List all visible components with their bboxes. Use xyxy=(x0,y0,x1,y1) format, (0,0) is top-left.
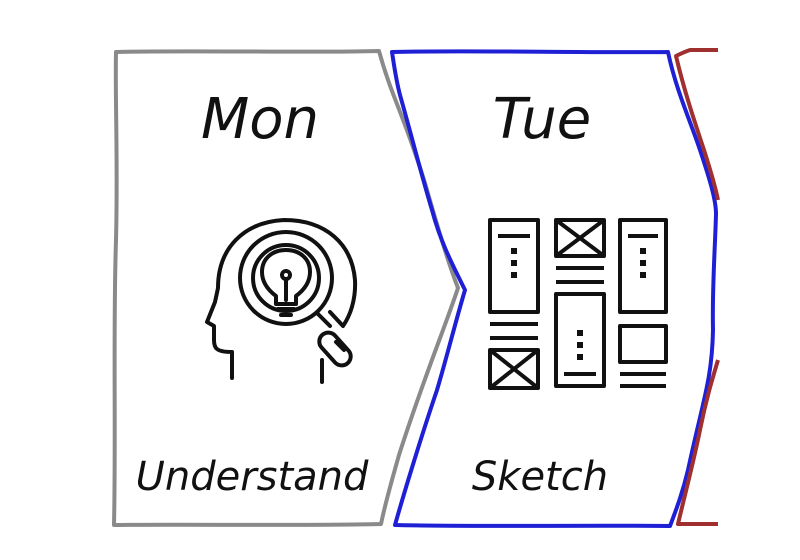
step-mon-day: Mon xyxy=(201,87,319,152)
step-tue-day: Tue xyxy=(493,87,592,152)
step-mon-label: Understand xyxy=(136,454,369,500)
step-mon-border xyxy=(112,49,460,527)
step-tue-label: Sketch xyxy=(472,454,608,500)
step-tue: Tue xyxy=(390,49,718,528)
head-lightbulb-magnifier-icon xyxy=(205,218,358,384)
step-next-border xyxy=(674,48,720,526)
step-tue-border xyxy=(390,49,718,528)
step-mon: Mon Understand xyxy=(112,49,460,527)
wireframe-layout-icon xyxy=(488,218,668,390)
step-next-partial xyxy=(674,48,720,526)
